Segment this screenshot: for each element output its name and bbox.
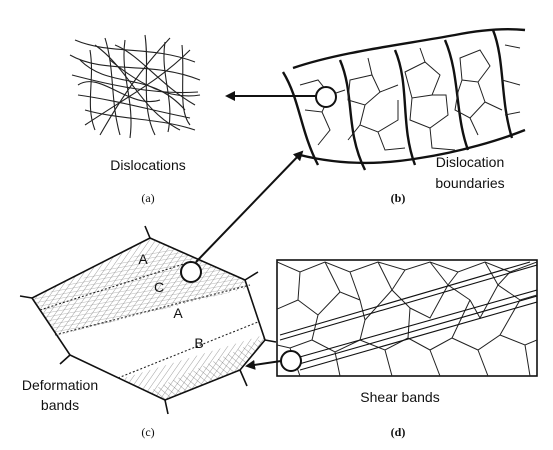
panel-b-caption: (b) bbox=[391, 191, 406, 205]
connector-arrows bbox=[195, 91, 317, 370]
panel-c-label-line1: Deformation bbox=[22, 377, 98, 393]
arrow-d-to-c bbox=[245, 359, 282, 370]
panel-c-label-line2: bands bbox=[41, 397, 79, 413]
band-letter-c: C bbox=[154, 279, 164, 295]
band-letter-b: B bbox=[194, 335, 203, 351]
arrow-c-to-b bbox=[195, 150, 304, 263]
panel-a-dislocation-tangle bbox=[69, 34, 201, 139]
panel-c-magnifier-circle bbox=[180, 261, 202, 283]
panel-b-label-line1: Dislocation bbox=[436, 154, 504, 170]
panel-d-magnifier-circle bbox=[280, 350, 302, 372]
band-letter-a-top: A bbox=[138, 251, 148, 267]
panel-d-label: Shear bands bbox=[360, 389, 439, 405]
panel-b-label-line2: boundaries bbox=[435, 175, 504, 191]
panel-a-label: Dislocations bbox=[110, 157, 185, 173]
panel-b-magnifier-circle bbox=[315, 86, 337, 108]
panel-b-dislocation-cells bbox=[281, 28, 526, 171]
panel-c-caption: (c) bbox=[141, 425, 154, 439]
panel-a-caption: (a) bbox=[141, 191, 154, 205]
band-letter-a-middle: A bbox=[173, 305, 183, 321]
panel-d-shear-bands bbox=[276, 259, 538, 377]
panel-d-caption: (d) bbox=[391, 425, 406, 439]
